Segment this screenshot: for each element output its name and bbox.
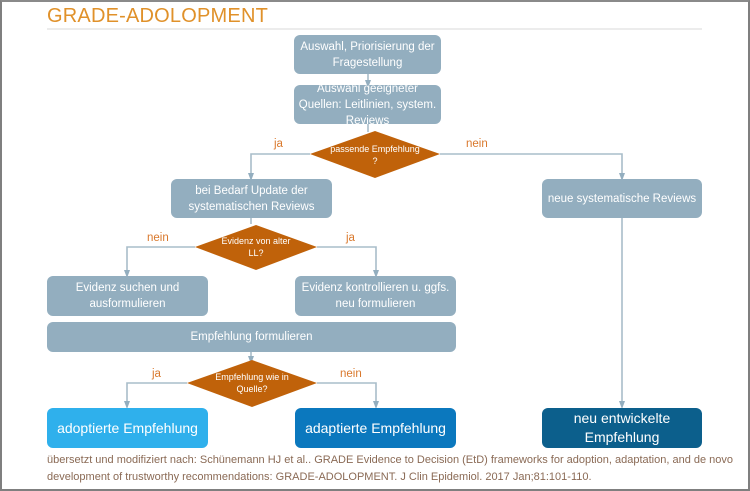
node-new-developed-recommendation: neu entwickelte Empfehlung bbox=[542, 408, 702, 448]
decision-same-text: Empfehlung wie in Quelle? bbox=[215, 372, 289, 394]
node-adapted-recommendation: adaptierte Empfehlung bbox=[295, 408, 456, 448]
label-evidence-yes: ja bbox=[346, 232, 355, 244]
decision-suitable-text: passende Empfehlung ? bbox=[330, 144, 420, 166]
node-formulate: Empfehlung formulieren bbox=[47, 322, 456, 352]
edge-same-no bbox=[317, 382, 379, 409]
decision-same-diamond bbox=[187, 360, 317, 407]
citation-text: übersetzt und modifiziert nach: Schünema… bbox=[47, 454, 734, 483]
node-adopted-recommendation: adoptierte Empfehlung bbox=[47, 408, 208, 448]
node-new-reviews: neue systematische Reviews bbox=[542, 179, 702, 218]
decision-evidence-diamond bbox=[195, 225, 317, 270]
label-same-no: nein bbox=[340, 368, 362, 380]
node-prioritize: Auswahl, Priorisierung der Fragestellung bbox=[294, 35, 441, 74]
title-underline bbox=[47, 28, 702, 30]
label-suitable-no: nein bbox=[466, 138, 488, 150]
node-update-reviews: bei Bedarf Update der systematischen Rev… bbox=[171, 179, 332, 218]
edge-evidence-no bbox=[124, 246, 195, 278]
node-check-evidence: Evidenz kontrollieren u. ggfs. neu formu… bbox=[295, 276, 456, 316]
label-suitable-yes: ja bbox=[274, 138, 283, 150]
edge-suitable-no bbox=[440, 153, 625, 181]
label-same-yes: ja bbox=[152, 368, 161, 380]
decision-evidence-text: Evidenz von alter LL? bbox=[221, 236, 291, 258]
slide-title: GRADE-ADOLOPMENT bbox=[47, 5, 269, 27]
node-select-sources: Auswahl geeigneter Quellen: Leitlinien, … bbox=[294, 83, 441, 127]
decision-suitable-diamond bbox=[310, 131, 440, 178]
label-evidence-no: nein bbox=[147, 232, 169, 244]
node-search-evidence: Evidenz suchen und ausformulieren bbox=[47, 276, 208, 316]
edge-same-yes bbox=[124, 382, 187, 409]
edge-suitable-yes bbox=[248, 153, 310, 181]
edge-evidence-yes bbox=[317, 246, 379, 278]
